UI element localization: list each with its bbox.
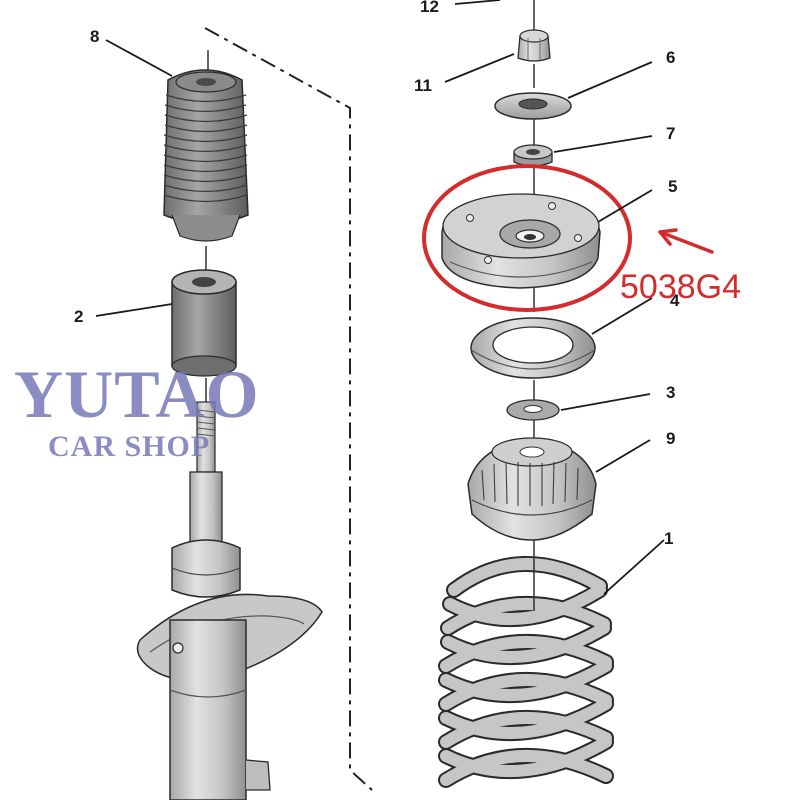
callout-1: 1 — [664, 529, 673, 548]
top-nut-part — [517, 0, 551, 88]
bearing-ring-part — [470, 317, 596, 400]
callout-9: 9 — [666, 429, 675, 448]
assembly-dashed-line — [204, 27, 373, 791]
callout-12: 12 — [420, 0, 439, 16]
watermark-brand: YUTAO — [14, 356, 260, 432]
callout-2: 2 — [74, 307, 83, 326]
coil-spring-part — [438, 539, 614, 788]
watermark-tagline: CAR SHOP — [48, 430, 211, 463]
flat-washer-part — [506, 399, 560, 444]
callout-4: 4 — [670, 291, 680, 310]
callout-3: 3 — [666, 383, 675, 402]
callout-8: 8 — [90, 27, 99, 46]
spring-seat-part — [467, 437, 597, 541]
callout-11: 11 — [414, 76, 432, 95]
highlight-arrow — [658, 228, 714, 254]
shock-absorber-part — [136, 378, 323, 800]
highlight-circle — [422, 164, 632, 312]
part-number-label: 5038G4 — [620, 268, 741, 306]
cup-washer-part — [494, 92, 572, 146]
leader-lines — [95, 0, 665, 595]
callout-7: 7 — [666, 124, 675, 143]
bump-stop-part — [171, 246, 237, 377]
callout-6: 6 — [666, 48, 675, 67]
bushing-part — [513, 144, 553, 196]
strut-top-mount-part — [441, 193, 601, 312]
callout-5: 5 — [668, 177, 677, 196]
dust-boot-part — [163, 50, 249, 242]
